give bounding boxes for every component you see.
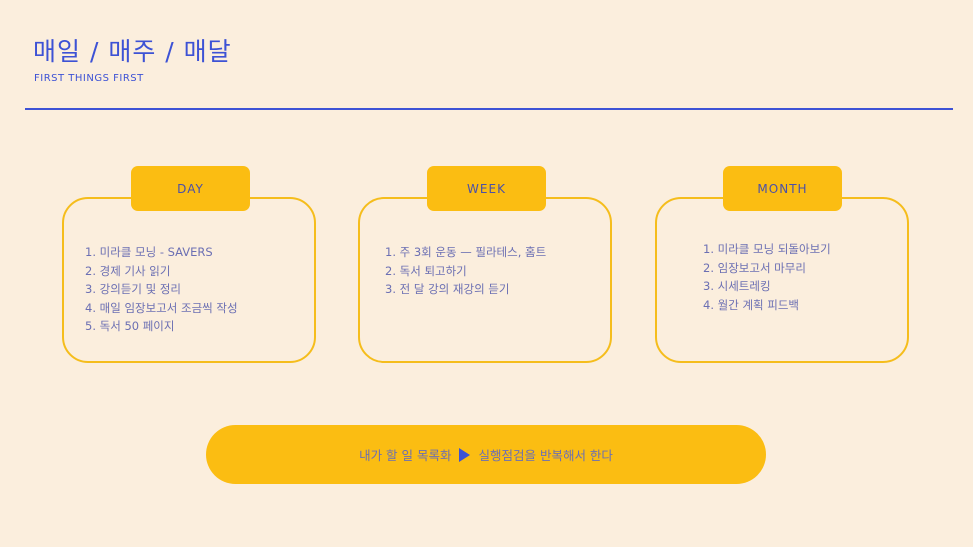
week-tab: WEEK [427,166,546,211]
day-tab: DAY [131,166,250,211]
week-list: 1. 주 3회 운동 — 필라테스, 홈트 2. 독서 퇴고하기 3. 전 달 … [385,243,546,299]
list-item: 2. 임장보고서 마무리 [703,260,806,275]
summary-banner: 내가 할 일 목록화 실행점검을 반복해서 한다 [206,425,766,484]
list-item: 2. 경제 기사 읽기 [85,263,171,278]
list-item: 4. 월간 계획 피드백 [703,297,799,312]
list-item: 4. 매일 임장보고서 조금씩 작성 [85,300,238,315]
banner-right-text: 실행점검을 반복해서 한다 [478,448,613,463]
list-item: 3. 시세트레킹 [703,279,771,293]
list-item: 3. 전 달 강의 재강의 듣기 [385,282,510,296]
month-tab: MONTH [723,166,842,211]
list-item: 1. 미라클 모닝 - SAVERS [85,245,213,259]
day-list: 1. 미라클 모닝 - SAVERS 2. 경제 기사 읽기 3. 강의듣기 및… [85,243,238,336]
page-title: 매일 / 매주 / 매달 [33,37,232,66]
play-triangle-icon [459,447,471,462]
month-list: 1. 미라클 모닝 되돌아보기 2. 임장보고서 마무리 3. 시세트레킹 4.… [703,240,831,314]
banner-left-text: 내가 할 일 목록화 [359,448,452,463]
list-item: 1. 주 3회 운동 — 필라테스, 홈트 [385,245,547,259]
list-item: 2. 독서 퇴고하기 [385,263,467,278]
divider [25,108,953,110]
list-item: 5. 독서 50 페이지 [85,319,175,333]
page-subtitle: FIRST THINGS FIRST [34,73,144,84]
list-item: 3. 강의듣기 및 정리 [85,282,181,296]
list-item: 1. 미라클 모닝 되돌아보기 [703,242,831,256]
